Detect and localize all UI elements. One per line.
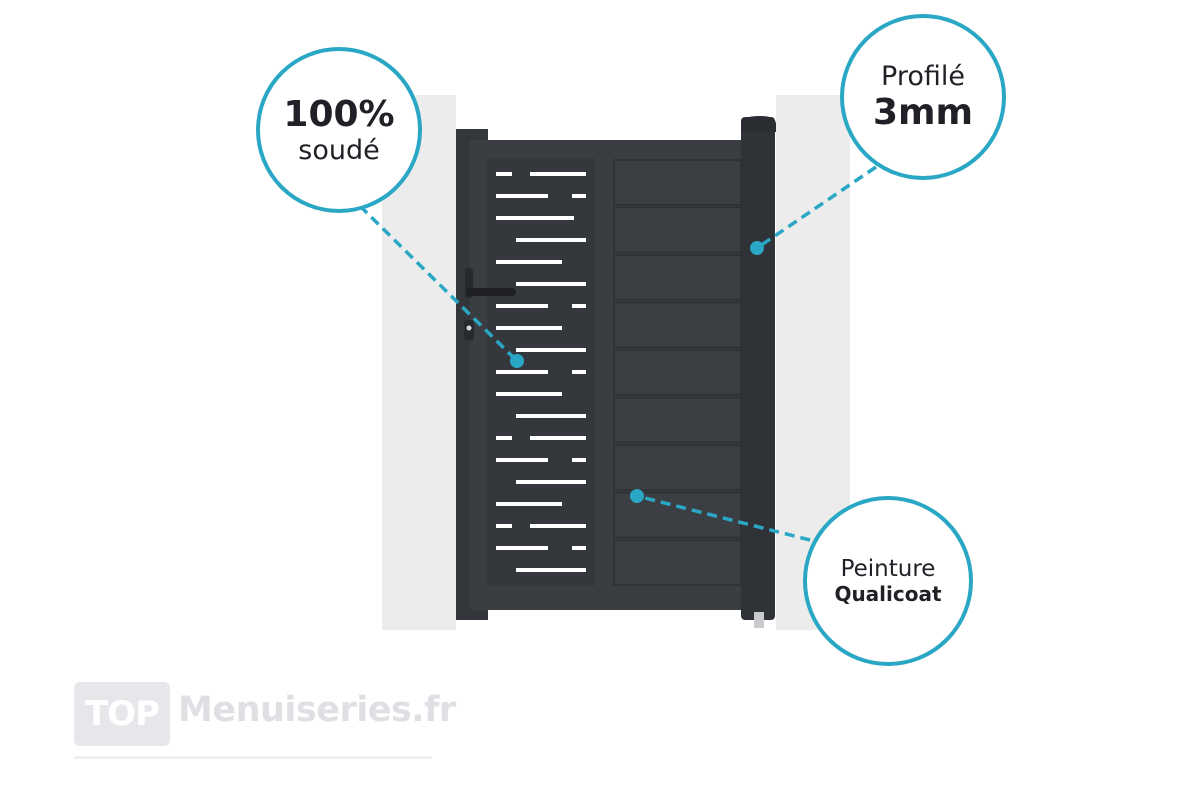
perforation-slot	[496, 370, 548, 374]
logo-badge: TOP	[74, 682, 170, 746]
perforation-slot	[496, 546, 548, 550]
perforation-slot	[516, 568, 586, 572]
callout-profile-label: Profilé	[881, 60, 965, 92]
perforation-slot	[572, 370, 586, 374]
callout-welded-label: soudé	[298, 135, 380, 167]
perforation-slot	[516, 238, 586, 242]
perforation-slot	[496, 216, 574, 220]
logo-badge-text: TOP	[84, 694, 160, 734]
callout-paint: Peinture Qualicoat	[803, 496, 973, 666]
gate-hinge-post	[741, 117, 775, 620]
gate-slat	[613, 206, 742, 254]
gate	[456, 116, 776, 628]
gate-slat	[613, 159, 742, 206]
callout-paint-label: Peinture	[840, 556, 936, 583]
callout-paint-brand: Qualicoat	[834, 581, 942, 606]
perforation-slot	[496, 326, 562, 330]
perforation-slot	[530, 172, 586, 176]
door-handle	[466, 288, 516, 296]
keyhole-icon	[466, 325, 472, 331]
gate-slat	[613, 349, 742, 396]
gate-slat	[613, 396, 742, 444]
callout-profile: Profilé 3mm	[840, 14, 1006, 180]
perforation-slot	[496, 260, 562, 264]
callout-profile-thickness: 3mm	[872, 91, 974, 133]
gate-slat	[613, 539, 742, 586]
perforation-slot	[530, 524, 586, 528]
callout-welded-percent: 100%	[283, 93, 395, 135]
perforation-slot	[496, 524, 512, 528]
perforation-slot	[496, 304, 548, 308]
perforation-slot	[516, 414, 586, 418]
logo-underline	[74, 756, 432, 759]
gate-pivot	[754, 612, 764, 628]
leader-line-paint	[636, 494, 811, 542]
perforation-slot	[496, 502, 562, 506]
brand-logo: TOP Menuiseries.fr	[74, 682, 456, 760]
perforation-slot	[496, 392, 562, 396]
leader-line-welded	[358, 204, 519, 363]
gate-slat	[613, 301, 742, 349]
marker-profile	[750, 241, 764, 255]
gate-slat	[613, 254, 742, 301]
perforation-slot	[572, 304, 586, 308]
perforation-slot	[516, 480, 586, 484]
slatted-panel	[613, 159, 742, 586]
perforation-slot	[496, 194, 548, 198]
hinge-cap	[741, 116, 776, 132]
marker-paint	[630, 489, 644, 503]
perforation-slot	[530, 436, 586, 440]
callout-welded: 100% soudé	[256, 47, 422, 213]
perforation-slot	[516, 282, 586, 286]
perforation-slot	[496, 172, 512, 176]
leader-line-profile	[756, 165, 877, 250]
perforation-slot	[496, 458, 548, 462]
perforations	[496, 172, 586, 572]
logo-name: Menuiseries.fr	[178, 690, 456, 730]
gate-slat	[613, 444, 742, 491]
perforation-slot	[572, 458, 586, 462]
perforation-slot	[572, 546, 586, 550]
perforation-slot	[516, 348, 586, 352]
perforation-slot	[572, 194, 586, 198]
perforation-slot	[496, 436, 512, 440]
marker-welded	[510, 354, 524, 368]
